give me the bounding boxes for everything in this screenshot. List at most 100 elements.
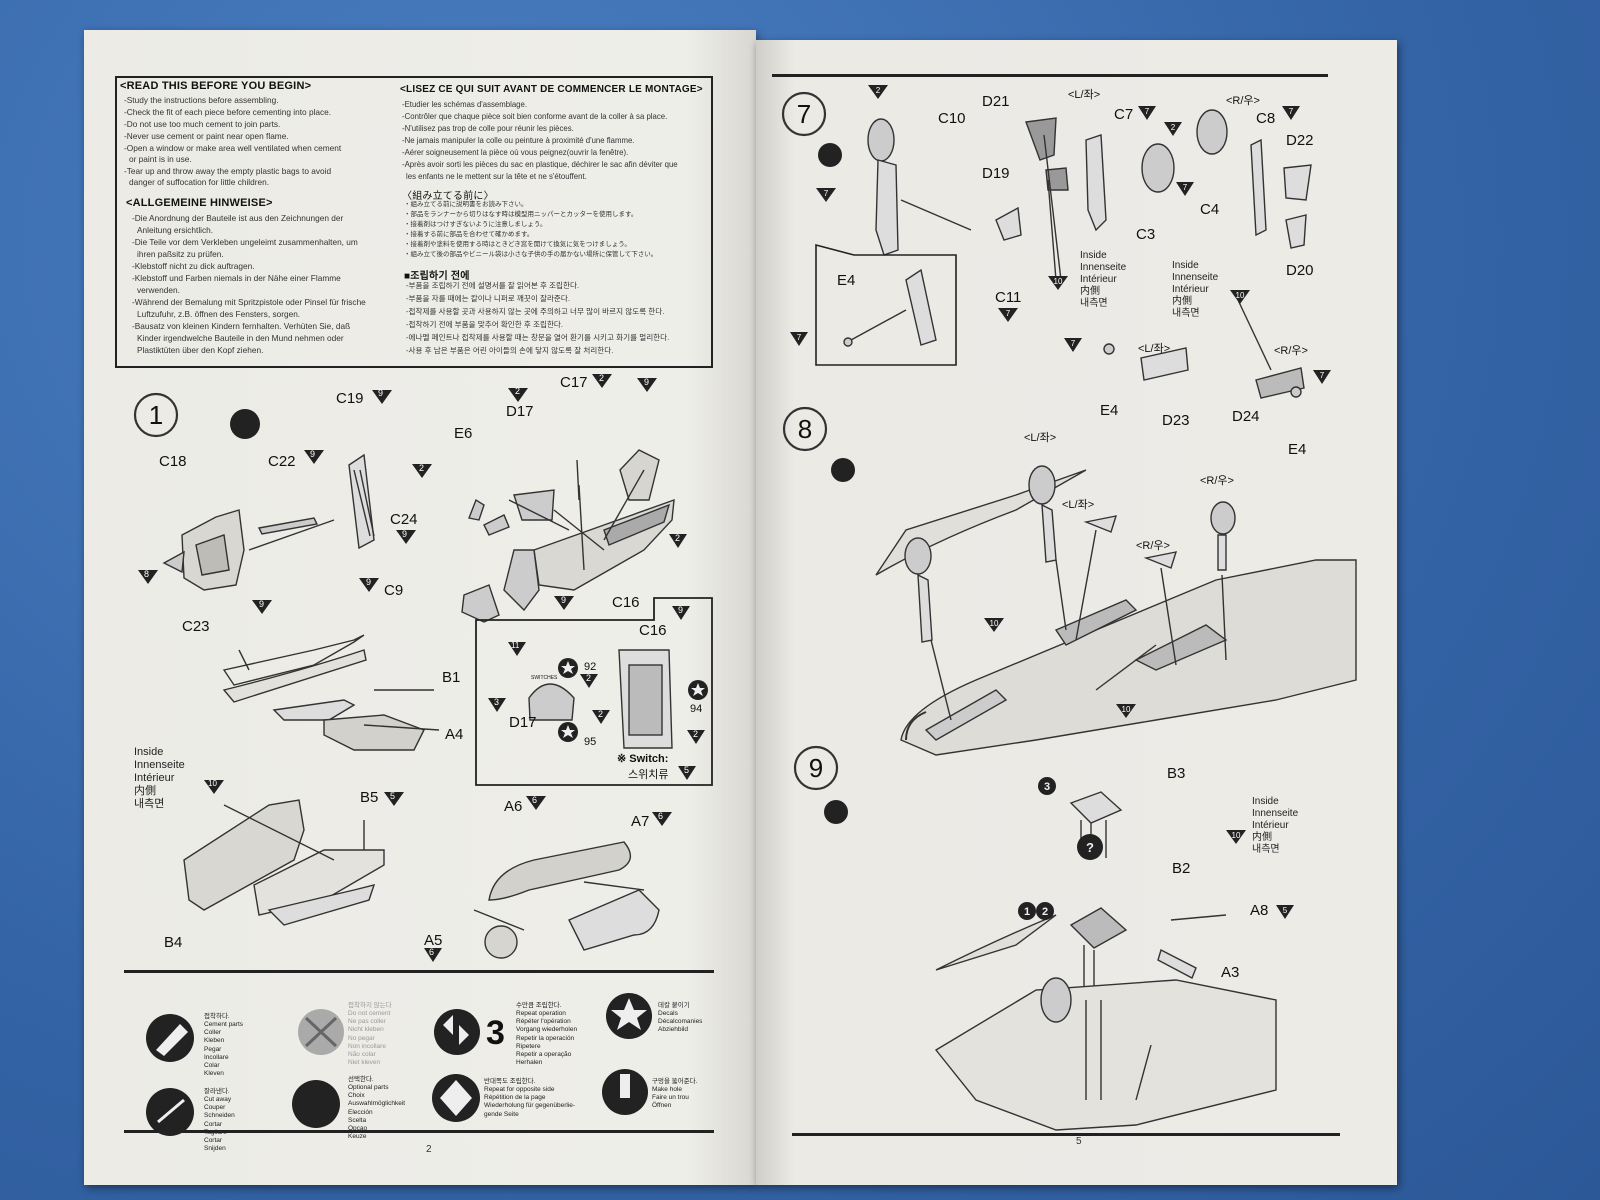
c3-wheel-part (1141, 143, 1175, 193)
inside-kr: 내측면 (1252, 844, 1280, 855)
switch-label: ※ Switch: (617, 753, 669, 765)
triangle-num: 2 (876, 86, 881, 95)
step-triangle (508, 388, 528, 402)
triangle-num: 6 (429, 947, 435, 957)
inside-de: Innenseite (1252, 808, 1299, 819)
b3-count-text: 3 (1044, 781, 1050, 793)
inside-jp: 内側 (134, 785, 156, 797)
korean-line: -사용 후 남은 부품은 어린 아이들의 손에 닿지 않도록 잘 처리한다. (406, 346, 614, 355)
english-line: -Tear up and throw away the empty plasti… (124, 166, 332, 176)
d21-part (1025, 117, 1057, 161)
triangle-num: 9 (366, 577, 372, 587)
triangle-num: 6 (532, 795, 538, 805)
triangle-num: 7 (1006, 309, 1011, 318)
french-line: les enfants ne le mettent sur la tête et… (406, 172, 587, 181)
optional-question-icon (1077, 834, 1103, 860)
d23-part (1140, 347, 1189, 381)
step-triangle (526, 796, 546, 810)
part-label-c18: C18 (159, 453, 187, 470)
page-number-right: 5 (1076, 1136, 1082, 1147)
triangle-num: 9 (259, 599, 265, 609)
triangle-num: 2 (693, 729, 699, 739)
d22-part (1283, 164, 1312, 201)
d20-part (1285, 214, 1307, 249)
instrument-panel-part (528, 683, 575, 721)
inside-en: Inside (1252, 796, 1279, 807)
step-triangle (669, 534, 687, 548)
part-label-d21: D21 (982, 93, 1010, 110)
korean-line: -접착제를 사용할 곳과 사용하지 않는 곳에 주의하고 너무 많이 바르지 않… (406, 307, 665, 316)
question-mark-text: ? (1086, 840, 1094, 855)
cement-icon (818, 143, 842, 167)
instruction-page-right: ? 3 1 2 2 7 7 2 7 7 10 7 7 10 7 7 10 10 … (756, 40, 1397, 1185)
step-triangle (384, 792, 404, 806)
a7-part (568, 889, 660, 951)
japanese-line: ・接着剤や塗料を使用する時はときどき窓を開けて換気に気をつけましょう。 (404, 241, 631, 248)
decal-number-92: 92 (584, 661, 597, 673)
step-circle (793, 745, 839, 791)
step-triangle (592, 710, 610, 724)
switch-panel-label: SWITCHES (531, 675, 558, 681)
part-label-c10: C10 (938, 110, 966, 127)
triangle-num: 2 (599, 373, 605, 383)
inside-fr: Intérieur (1172, 284, 1209, 295)
c4-wheel-part (1196, 109, 1228, 155)
step-triangle (554, 596, 574, 610)
triangle-num: 2 (515, 386, 521, 396)
german-line: verwenden. (137, 285, 180, 295)
inside-de: Innenseite (134, 759, 185, 771)
triangle-num: 5 (390, 791, 396, 801)
step-triangle (592, 374, 612, 388)
d19-part (1045, 167, 1069, 191)
step7-l-label: <L/좌> (1068, 89, 1101, 101)
triangle-num: 9 (402, 529, 408, 539)
part-label-b3: B3 (1167, 765, 1186, 782)
triangle-num: 7 (1145, 107, 1150, 116)
triangle-num: 7 (824, 189, 829, 198)
korean-line: -접착하기 전에 부품을 맞추어 확인한 후 조립한다. (406, 320, 564, 329)
switch-label-korean: 스위치류 (628, 769, 669, 781)
cement-icon (831, 458, 855, 482)
repeat-legend-icon (434, 1009, 480, 1055)
inside-fr: Intérieur (1252, 820, 1289, 831)
triangle-num: 6 (658, 811, 664, 821)
step-triangle (672, 606, 690, 620)
step-triangle (687, 730, 705, 744)
decal-number-95: 95 (584, 736, 597, 748)
inside-jp: 内側 (1080, 286, 1100, 297)
german-line: -Die Anordnung der Bauteile ist aus den … (132, 213, 344, 223)
inside-de: Innenseite (1080, 262, 1127, 273)
german-title: <ALLGEMEINE HINWEISE> (126, 197, 273, 209)
german-line: Anleitung ersichtlich. (137, 225, 214, 235)
part-label-a5: A5 (424, 932, 443, 949)
german-line: -Bausatz von kleinen Kindern fernhalten.… (132, 321, 351, 331)
triangle-num: 8 (144, 569, 150, 579)
part-label-b2: B2 (1172, 860, 1191, 877)
triangle-num: 7 (1071, 339, 1076, 348)
triangle-num: 9 (644, 377, 650, 387)
inset-label-d17: D17 (509, 714, 537, 731)
korean-line: -부품을 자를 때에는 칼이나 니퍼로 깨끗이 잘라준다. (406, 294, 571, 303)
repeat-1-icon (1018, 902, 1036, 920)
part-label-d24: D24 (1232, 408, 1260, 425)
triangle-num: 7 (1289, 107, 1294, 116)
step9-wheel (1040, 977, 1072, 1023)
b4-part (183, 799, 305, 911)
part-label-c4: C4 (1200, 201, 1220, 218)
inside-en: Inside (1080, 250, 1107, 261)
c10-wheel-part (867, 118, 895, 162)
inside-label-group: Inside Innenseite Intérieur 内側 내측면 (1172, 260, 1218, 320)
step-circle (782, 406, 828, 452)
inside-label-group: Inside Innenseite Intérieur 内側 내측면 (134, 746, 185, 811)
triangle-num: 10 (1054, 277, 1063, 286)
triangle-num: 2 (586, 673, 592, 683)
step8-l-label-2: <L/좌> (1062, 499, 1095, 511)
a8-part (1157, 948, 1197, 979)
german-line: Kinder irgendwelche Bauteile in den Mund… (137, 333, 344, 343)
part-label-c23: C23 (182, 618, 210, 635)
japanese-line: ・組み立てる前に説明書をお読み下さい。 (404, 201, 528, 208)
triangle-num: 5 (684, 765, 690, 775)
step-triangle (508, 642, 526, 656)
